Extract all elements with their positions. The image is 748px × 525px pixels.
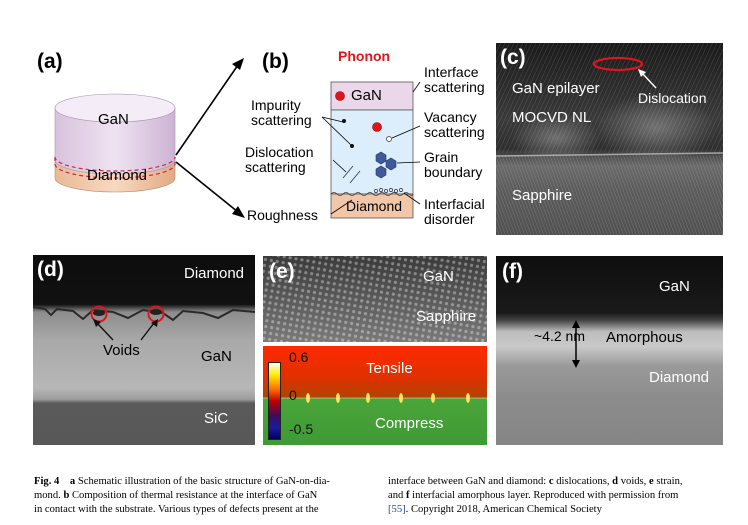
panel-f-tem-image: (f) GaN ~4.2 nm Amorphous Diamond <box>496 256 723 445</box>
b-leader-lines <box>321 81 421 215</box>
vacancy-circle <box>386 136 392 142</box>
c-mocvd-label: MOCVD NL <box>512 109 592 126</box>
e-sapphire-label: Sapphire <box>416 308 477 325</box>
impurity-scattering-label: Impurity scattering <box>251 97 312 128</box>
e-gan-label: GaN <box>423 268 454 285</box>
d-sic-label: SiC <box>204 410 229 427</box>
d-gan-label: GaN <box>201 348 232 365</box>
f-gan-label: GaN <box>659 278 690 295</box>
e-scale-min: -0.5 <box>289 421 314 437</box>
interfacial-disorder-label: Interfacial disorder <box>424 196 485 227</box>
e-tensile-label: Tensile <box>366 360 413 377</box>
impurity-dot-1 <box>342 119 346 123</box>
gan-top-surface <box>54 93 176 123</box>
f-thickness-label: ~4.2 nm <box>534 328 585 344</box>
d-diamond-label: Diamond <box>184 265 245 282</box>
grain-boundary-hexagons <box>375 151 397 179</box>
vacancy-scattering-label: Vacancy scattering <box>424 109 485 140</box>
e-colorbar <box>268 362 281 440</box>
phonon-ball-2 <box>372 122 382 132</box>
figure-caption-right: interface between GaN and diamond: c dis… <box>388 476 683 515</box>
e-tem-region <box>263 256 487 342</box>
arrow-to-b-bottom <box>175 161 239 213</box>
interfacial-disorder-dots <box>374 188 403 193</box>
arrow-head-top <box>232 58 244 70</box>
c-dislocation-marker <box>592 56 657 89</box>
panel-c-label: (c) <box>500 46 526 69</box>
dislocation-scattering-label: Dislocation scattering <box>245 144 314 175</box>
gan-layer <box>54 107 176 175</box>
panel-b-label: (b) <box>262 50 289 73</box>
panel-e-strain-image: (e) GaN Sapphire Tensile Compress 0.6 0 … <box>263 256 487 445</box>
e-scale-zero: 0 <box>289 387 297 403</box>
figure-caption-left: Fig. 4 a Schematic illustration of the b… <box>34 476 330 515</box>
b-diamond-box <box>330 193 414 219</box>
interface-scattering-label: Interface scattering <box>424 64 485 95</box>
b-gan-label: GaN <box>351 87 382 104</box>
grain-boundary-label: Grain boundary <box>424 149 483 180</box>
f-amorphous-label: Amorphous <box>606 329 683 346</box>
panel-c-tem-image: (c) GaN epilayer MOCVD NL Sapphire Dislo… <box>496 43 723 235</box>
c-dislocation-label: Dislocation <box>638 90 707 106</box>
panel-d-label: (d) <box>37 258 64 281</box>
roughness-wave <box>330 192 414 196</box>
panel-f-label: (f) <box>502 260 523 283</box>
reference-link[interactable]: [55] <box>388 504 406 515</box>
dislocation-line-1 <box>342 165 354 179</box>
fig-number: Fig. 4 <box>34 476 60 487</box>
dislocation-line-2 <box>349 170 361 184</box>
e-tensile-region <box>263 346 487 398</box>
panel-a-gan-label: GaN <box>98 111 129 128</box>
d-voids-label: Voids <box>103 342 140 359</box>
arrow-head-bottom <box>232 206 245 218</box>
panel-d-sem-image: (d) Diamond Voids GaN SiC <box>33 255 255 445</box>
e-compress-label: Compress <box>375 415 444 432</box>
c-sapphire-label: Sapphire <box>512 187 573 204</box>
panel-a-label: (a) <box>37 50 63 73</box>
roughness-label: Roughness <box>247 207 318 223</box>
phonon-ball-1 <box>335 91 345 101</box>
f-diamond-label: Diamond <box>649 369 710 386</box>
e-scale-max: 0.6 <box>289 349 309 365</box>
arrow-to-b-top <box>175 64 239 156</box>
b-diamond-label: Diamond <box>346 198 403 214</box>
e-compress-region <box>263 398 487 445</box>
c-gan-epilayer-label: GaN epilayer <box>512 80 600 97</box>
b-interface-region <box>330 109 414 195</box>
panel-a-diamond-label: Diamond <box>87 167 148 184</box>
interface-dashed-outline <box>54 156 176 179</box>
f-thickness-arrow <box>572 320 580 368</box>
phonon-title: Phonon <box>338 48 391 64</box>
panel-e-label: (e) <box>269 260 295 283</box>
